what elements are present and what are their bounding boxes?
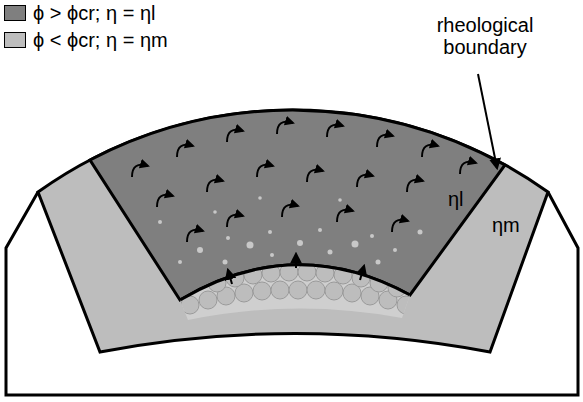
legend-text: ϕ > ϕcr; η = ηl	[33, 2, 155, 24]
viscosity-label: ηm	[492, 214, 520, 236]
legend-swatch	[4, 5, 26, 21]
legend-text: ϕ < ϕcr; η = ηm	[33, 29, 168, 51]
viscosity-label: ηl	[448, 188, 464, 210]
legend-swatch	[4, 32, 26, 48]
boundary-label: rheological boundary	[420, 14, 550, 58]
